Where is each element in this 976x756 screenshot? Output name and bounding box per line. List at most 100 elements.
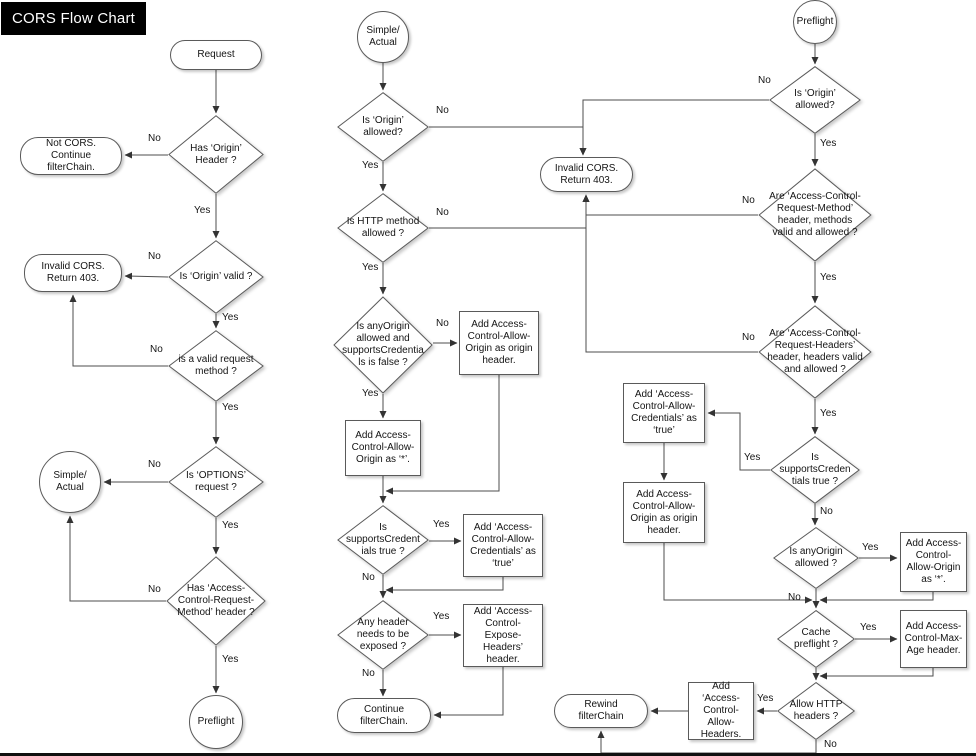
edge-label-no: No <box>742 332 755 343</box>
c3-add-allow-origin-star-process: Add Access-Control-Allow-Origin as ‘*’. <box>900 532 967 592</box>
edge-label-yes: Yes <box>860 622 877 633</box>
c3-add-max-age-process: Add Access-Control-Max-Age header. <box>900 610 967 668</box>
node-label: Invalid CORS. Return 403. <box>554 162 619 186</box>
c3-anyorigin-allowed-decision: Is anyOrigin allowed ? <box>773 527 859 589</box>
edge-label-no: No <box>148 584 161 595</box>
c1-acrm-header-decision: Has ‘Access-Control-Request-Method’ head… <box>166 556 266 646</box>
edge-label-no: No <box>820 506 833 517</box>
flow-edge <box>66 515 166 602</box>
edge-label-yes: Yes <box>222 312 239 323</box>
flow-edge <box>429 126 587 156</box>
edge-label-no: No <box>148 251 161 262</box>
edge-label-yes: Yes <box>222 520 239 531</box>
edge-label-yes: Yes <box>820 408 837 419</box>
edge-label-yes: Yes <box>433 519 450 530</box>
node-label: Is ‘Origin’ allowed? <box>362 115 404 138</box>
flow-edge <box>385 375 500 495</box>
node-label: Simple/ Actual <box>53 470 87 493</box>
flow-edge <box>582 194 758 216</box>
diamond-shape <box>777 682 855 740</box>
c2-supports-credentials-decision: Is supportsCredentials true ? <box>337 505 429 575</box>
c1-request-terminator: Request <box>170 40 262 70</box>
edge-label-no: No <box>150 344 163 355</box>
diamond-shape <box>777 610 855 668</box>
edge-label-no: No <box>742 195 755 206</box>
diamond-shape <box>168 446 264 518</box>
c1-has-origin-header-decision: Has ‘Origin’ Header ? <box>168 115 264 194</box>
diamond-shape <box>758 305 872 399</box>
diamond-shape <box>337 600 429 670</box>
c2-expose-headers-decision: Any header needs to be exposed ? <box>337 600 429 670</box>
node-label: Simple/ Actual <box>366 25 400 48</box>
node-label: Rewind filterChain <box>578 699 624 722</box>
c1-preflight-connector: Preflight <box>189 695 243 749</box>
c3-add-allow-credentials-process: Add ‘Access-Control-Allow-Credentials’ a… <box>623 383 705 443</box>
diamond-shape <box>758 168 872 262</box>
edge-label-yes: Yes <box>433 611 450 622</box>
edge-label-no: No <box>148 459 161 470</box>
edge-label-yes: Yes <box>194 205 211 216</box>
c2-add-allow-credentials-process: Add ‘Access-Control-Allow-Credentials’ a… <box>463 514 543 577</box>
edge-label-no: No <box>362 668 375 679</box>
c1-options-request-decision: Is ‘OPTIONS’ request ? <box>168 446 264 518</box>
edge-label-yes: Yes <box>362 262 379 273</box>
c3-allow-http-headers-decision: Allow HTTP headers ? <box>777 682 855 740</box>
node-label: Add Access-Control-Allow-Origin as origi… <box>630 488 698 536</box>
node-label: Has ‘Origin’ Header ? <box>190 142 242 166</box>
node-label: Not CORS. Continue filterChain. <box>45 138 96 173</box>
diamond-shape <box>769 66 861 134</box>
node-label: Add ‘Access-Control-Allow-Credentials’ a… <box>631 389 697 436</box>
node-label: Is ‘Origin’ allowed? <box>794 88 836 111</box>
node-label: Cache preflight ? <box>794 627 838 650</box>
flow-edge <box>385 577 504 594</box>
edge-label-yes: Yes <box>222 654 239 665</box>
edge-label-yes: Yes <box>362 160 379 171</box>
edge-label-no: No <box>788 592 801 603</box>
node-label: Has ‘Access-Control-Request-Method’ head… <box>177 583 255 618</box>
diamond-shape <box>166 556 266 646</box>
node-label: Allow HTTP headers ? <box>789 699 843 722</box>
node-label: Invalid CORS. Return 403. <box>41 261 105 284</box>
flow-edge <box>663 543 813 604</box>
page-title: CORS Flow Chart <box>1 2 147 35</box>
flow-edge <box>707 409 770 471</box>
node-label: Is supportsCredentials true ? <box>779 452 851 487</box>
node-label: Is ‘OPTIONS’ request ? <box>185 470 246 493</box>
flow-edge <box>819 668 934 680</box>
flow-edge <box>597 730 817 753</box>
node-label: is a valid request method ? <box>178 354 254 377</box>
c2-add-allow-origin-header-process: Add Access-Control-Allow-Origin as origi… <box>459 311 539 375</box>
c3-request-headers-valid-decision: Are ‘Access-Control-Request-Headers’ hea… <box>758 305 872 399</box>
node-label: Are ‘Access-Control-Request-Method’ head… <box>769 191 861 238</box>
c2-invalid-cors-terminator: Invalid CORS. Return 403. <box>540 157 633 192</box>
diamond-shape <box>773 527 859 589</box>
node-label: Preflight <box>796 16 834 27</box>
node-label: Request <box>197 49 235 60</box>
node-label: Add ‘Access-Control-Expose-Headers’ head… <box>473 605 533 665</box>
diamond-shape <box>337 505 429 575</box>
edge-label-yes: Yes <box>862 542 879 553</box>
node-label: Any header needs to be exposed ? <box>356 617 410 652</box>
diamond-shape <box>770 436 860 504</box>
edge-label-yes: Yes <box>820 138 837 149</box>
node-label: Is anyOrigin allowed ? <box>789 546 843 569</box>
edge-label-yes: Yes <box>820 272 837 283</box>
c1-valid-method-decision: is a valid request method ? <box>168 330 264 402</box>
c2-add-allow-origin-star-process: Add Access-Control-Allow-Origin as ‘*’. <box>345 420 421 476</box>
node-label: Is supportsCredentials true ? <box>346 522 420 557</box>
node-label: Add Access-Control-Allow-Origin as origi… <box>465 319 533 366</box>
c1-invalid-cors-terminator: Invalid CORS. Return 403. <box>24 254 122 292</box>
diamond-shape <box>168 330 264 402</box>
c3-request-method-valid-decision: Are ‘Access-Control-Request-Method’ head… <box>758 168 872 262</box>
diamond-shape <box>168 240 264 314</box>
edge-label-no: No <box>362 572 375 583</box>
edge-label-no: No <box>436 318 449 329</box>
diamond-shape <box>337 193 429 263</box>
edge-label-no: No <box>436 207 449 218</box>
node-label: Preflight <box>197 716 235 727</box>
flow-edge <box>433 667 504 719</box>
flow-edge <box>69 294 168 367</box>
node-label: Is HTTP method allowed ? <box>346 216 420 239</box>
